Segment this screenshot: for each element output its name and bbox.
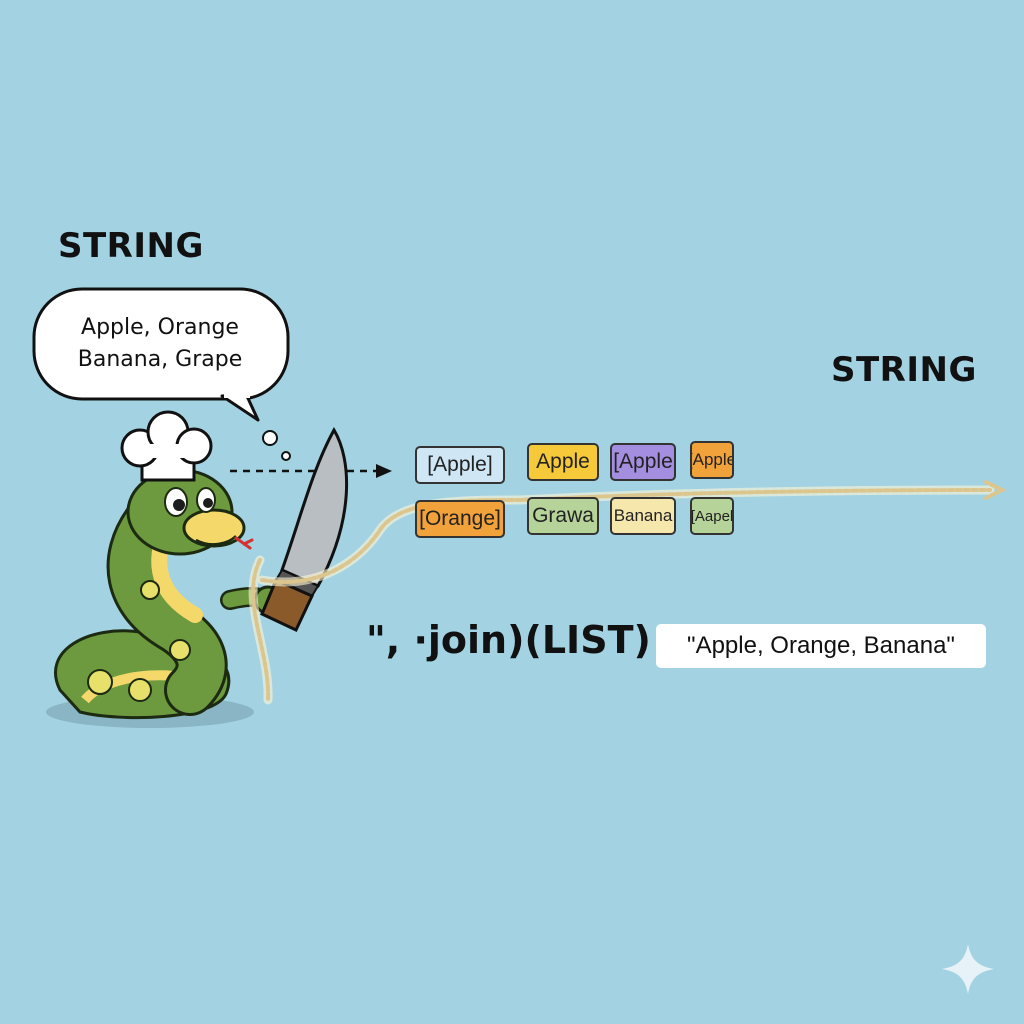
sparkle-icon <box>942 944 994 994</box>
string-heading-right: STRING <box>831 350 977 390</box>
speech-bubble-text: Apple, Orange Banana, Grape <box>40 312 280 376</box>
chip-top-3: [Apple <box>610 443 676 481</box>
string-heading-left: STRING <box>58 226 204 266</box>
chip-bottom-2: Grawa <box>527 497 599 535</box>
chip-top-1: [Apple] <box>415 446 505 484</box>
chip-bottom-1: [Orange] <box>415 500 505 538</box>
dashed-arrow-icon <box>230 464 392 478</box>
chip-bottom-4: [Aapel <box>690 497 734 535</box>
chef-hat-icon <box>120 410 213 482</box>
speech-bubble <box>32 287 291 461</box>
join-code-expression: ", ·join)(LIST) <box>366 618 651 662</box>
chip-bottom-3: Banana <box>610 497 676 535</box>
snake-chef-illustration <box>53 468 283 720</box>
chip-top-2: Apple <box>527 443 599 481</box>
chip-top-4: [Apple <box>690 441 734 479</box>
speech-line-2: Banana, Grape <box>77 347 243 372</box>
knife-icon <box>260 426 349 632</box>
speech-line-1: Apple, Orange <box>81 315 239 340</box>
joined-result-string: "Apple, Orange, Banana" <box>656 624 986 668</box>
